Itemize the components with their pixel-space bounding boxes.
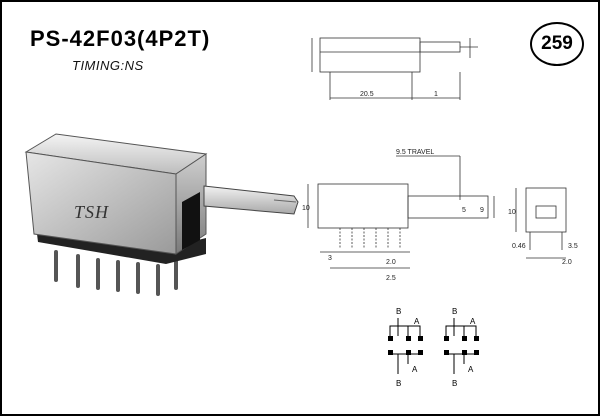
schematic-label-b-2: B: [452, 307, 457, 316]
brand-label: TSH: [74, 202, 109, 222]
front-dim-pitch: 3: [328, 255, 332, 262]
end-dim-right: 3.5: [568, 243, 578, 250]
front-dim-top: 9.5 TRAVEL: [396, 149, 434, 156]
schematic-label-a-1: A: [414, 317, 420, 326]
schematic-label-b-3: B: [396, 379, 401, 388]
side-dim-b: 1: [434, 91, 438, 98]
product-illustration: TSH: [24, 133, 299, 296]
schematic-label-a-4: A: [468, 365, 474, 374]
end-view-drawing: 10 0.46 3.5 2.0: [508, 187, 578, 266]
part-number-title: PS-42F03(4P2T): [30, 26, 211, 51]
end-dim-left: 0.46: [512, 243, 526, 250]
front-dim-right-b: 9: [480, 207, 484, 214]
end-dim-height: 10: [508, 209, 516, 216]
front-view-drawing: 9.5 TRAVEL 10 3 2.0 2.5 5 9: [302, 149, 495, 282]
schematic-label-a-2: A: [470, 317, 476, 326]
schematic-label-a-3: A: [412, 365, 418, 374]
schematic-label-b-4: B: [452, 379, 457, 388]
side-dim-a: 20.5: [360, 91, 374, 98]
front-dim-left: 10: [302, 205, 310, 212]
page-number-badge: 259: [530, 22, 584, 66]
schematic-label-b-1: B: [396, 307, 401, 316]
switch-schematic: B A B A B A B A: [388, 307, 479, 388]
front-dim-right-a: 5: [462, 207, 466, 214]
end-dim-bottom: 2.0: [562, 259, 572, 266]
timing-label: TIMING:NS: [72, 58, 144, 73]
front-dim-bottom: 2.5: [386, 275, 396, 282]
side-view-drawing: 20.5 1: [311, 37, 478, 100]
front-dim-lead: 2.0: [386, 259, 396, 266]
